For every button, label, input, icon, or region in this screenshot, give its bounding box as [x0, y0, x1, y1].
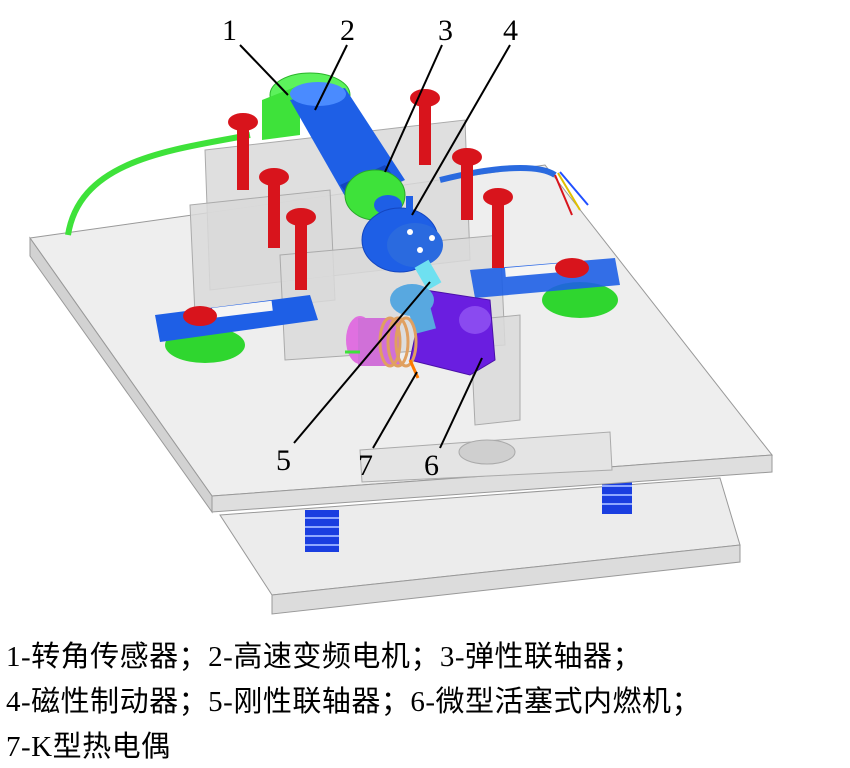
caption-line-3: 7-K型热电偶: [6, 731, 171, 763]
leader-lines: [239, 44, 511, 449]
label-7: 7: [358, 449, 373, 482]
label-4: 4: [503, 14, 518, 47]
spring-left: [305, 510, 339, 552]
label-6: 6: [424, 449, 439, 482]
rigid-coupling: [414, 259, 442, 291]
bolts: [183, 89, 589, 326]
brake-cable: [439, 165, 557, 183]
label-1: 1: [222, 14, 237, 47]
label-5: 5: [276, 444, 291, 477]
label-3: 3: [438, 14, 453, 47]
magnetic-brake: [361, 196, 443, 273]
elastic-coupling: [344, 169, 406, 221]
caption-line-2: 4-磁性制动器；5-刚性联轴器；6-微型活塞式内燃机；: [6, 686, 701, 718]
caption-line-1: 1-转角传感器；2-高速变频电机；3-弹性联轴器；: [6, 641, 642, 673]
sensor-cable: [65, 132, 251, 236]
label-2: 2: [340, 14, 355, 47]
clamp-left: [155, 295, 318, 363]
test-rig-diagram: 1 2 3 4 5 7 6: [29, 14, 773, 615]
